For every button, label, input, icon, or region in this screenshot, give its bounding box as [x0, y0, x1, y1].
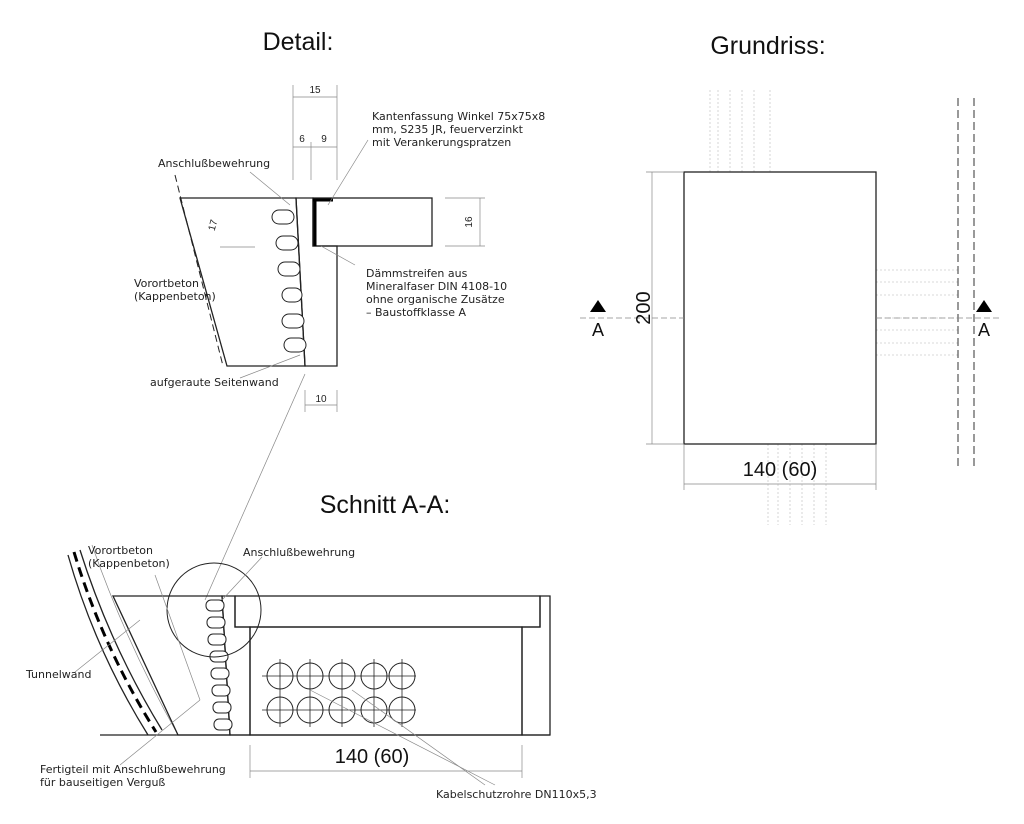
label-seitenwand: aufgeraute Seitenwand — [150, 376, 279, 389]
label-daemm-3: ohne organische Zusätze — [366, 293, 505, 306]
label-kantenfassung-2: mm, S235 JR, feuerverzinkt — [372, 123, 524, 136]
section-arrow-icon-left — [590, 300, 606, 312]
label-kabelschutzrohre: Kabelschutzrohre DN110x5,3 — [436, 788, 597, 801]
dim-10: 10 — [315, 394, 327, 405]
detail-title: Detail: — [263, 28, 334, 56]
label-kantenfassung-3: mit Verankerungspratzen — [372, 136, 511, 149]
schnitt-title: Schnitt A-A: — [320, 491, 451, 519]
dim-17: 17 — [207, 218, 221, 232]
section-arrow-icon-right — [976, 300, 992, 312]
dim-6: 6 — [299, 134, 305, 145]
label-daemm-2: Mineralfaser DIN 4108-10 — [366, 280, 507, 293]
label-fertigteil-1: Fertigteil mit Anschlußbewehrung — [40, 763, 226, 776]
schnitt-drawing: 140 (60) Vorortbeton (Kappenbeton) Ansch… — [25, 544, 597, 801]
rebar-loops-section — [205, 599, 233, 731]
cable-pipes — [262, 659, 416, 727]
dim-140-60-section: 140 (60) — [335, 746, 410, 768]
section-mark-right: A — [978, 320, 990, 340]
label-vorortbeton-2: (Kappenbeton) — [134, 290, 216, 303]
rebar-loops — [271, 209, 307, 353]
dim-200: 200 — [633, 291, 655, 324]
detail-drawing: 15 6 9 16 17 10 Kantenfassung Winkel 75x… — [134, 85, 545, 601]
label-vorortbeton-1: Vorortbeton — [134, 277, 199, 290]
section-mark-left: A — [592, 320, 604, 340]
label-tunnelwand: Tunnelwand — [25, 668, 91, 681]
detail-circle — [166, 562, 262, 658]
label-anschluss-s: Anschlußbewehrung — [243, 546, 355, 559]
label-daemm-1: Dämmstreifen aus — [366, 267, 468, 280]
dim-9: 9 — [321, 134, 327, 145]
label-fertigteil-2: für bauseitigen Verguß — [40, 776, 165, 789]
label-vorortbeton-s2: (Kappenbeton) — [88, 557, 170, 570]
plan-rectangle — [683, 171, 877, 445]
dim-140-60-plan: 140 (60) — [743, 459, 818, 481]
angle-steel-icon — [313, 198, 333, 246]
fertigteil-slab — [312, 197, 433, 247]
grundriss-title: Grundriss: — [710, 32, 825, 60]
label-kantenfassung-1: Kantenfassung Winkel 75x75x8 — [372, 110, 545, 123]
grundriss-drawing: 200 140 (60) A A — [580, 90, 1000, 525]
dim-15: 15 — [309, 85, 321, 96]
label-daemm-4: – Baustoffklasse A — [366, 306, 467, 319]
dim-16: 16 — [464, 216, 475, 228]
label-anschlussbewehrung: Anschlußbewehrung — [158, 157, 270, 170]
label-vorortbeton-s1: Vorortbeton — [88, 544, 153, 557]
cover-slab — [234, 595, 541, 628]
